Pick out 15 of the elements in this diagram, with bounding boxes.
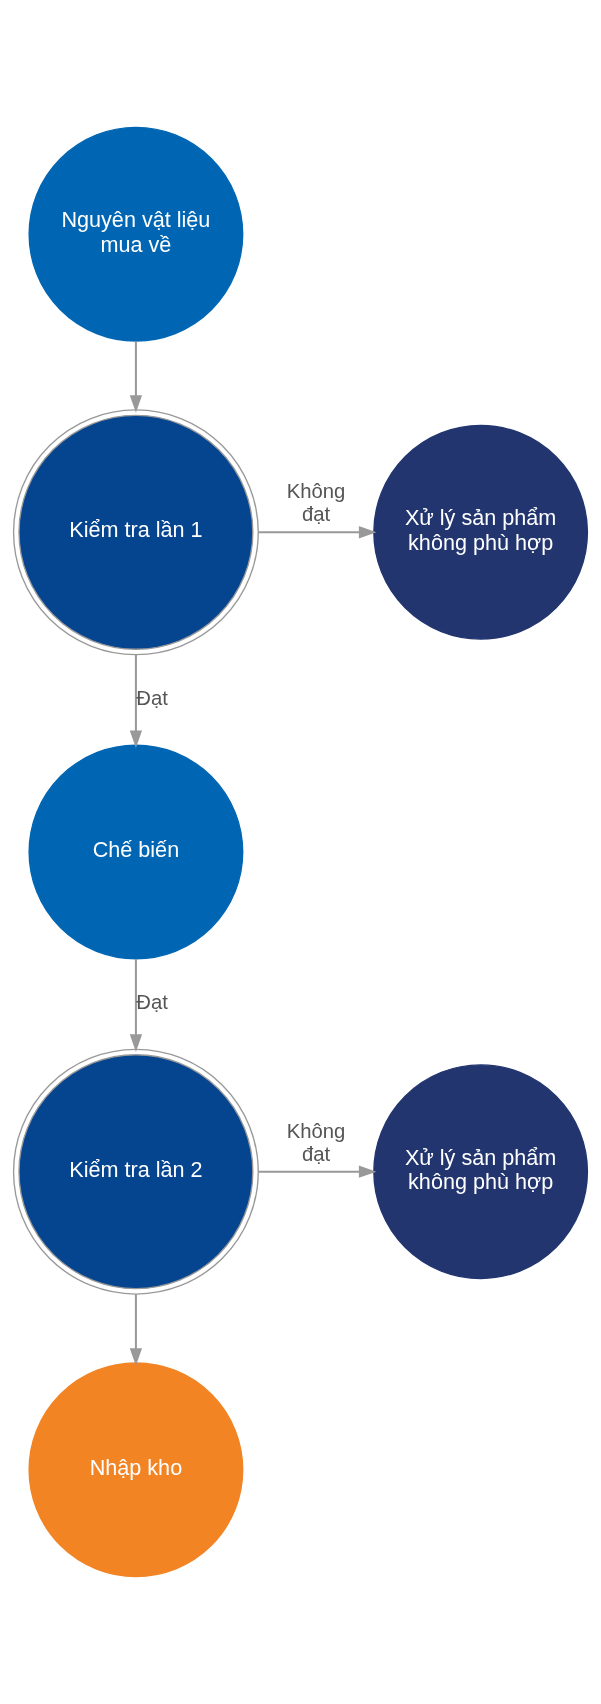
node-circle: Kiểm tra lần 1 <box>12 409 259 656</box>
node-circle: Kiểm tra lần 2 <box>12 1048 259 1295</box>
node-circle: Nhập kho <box>28 1362 244 1578</box>
node-circle: Xử lý sản phẩm không phù hợp <box>373 424 589 640</box>
edge-label: Không đạt <box>286 480 346 526</box>
arrow <box>258 1165 377 1178</box>
node-circle: Chế biến <box>28 744 244 960</box>
node-circle: Nguyên vật liệu mua về <box>28 126 244 342</box>
edge-label: Không đạt <box>286 1119 346 1165</box>
arrow <box>129 958 143 1052</box>
node-circle: Xử lý sản phẩm không phù hợp <box>373 1064 589 1280</box>
arrow <box>258 526 377 539</box>
arrow <box>129 341 143 413</box>
arrow <box>129 1294 143 1366</box>
arrow <box>129 654 143 749</box>
